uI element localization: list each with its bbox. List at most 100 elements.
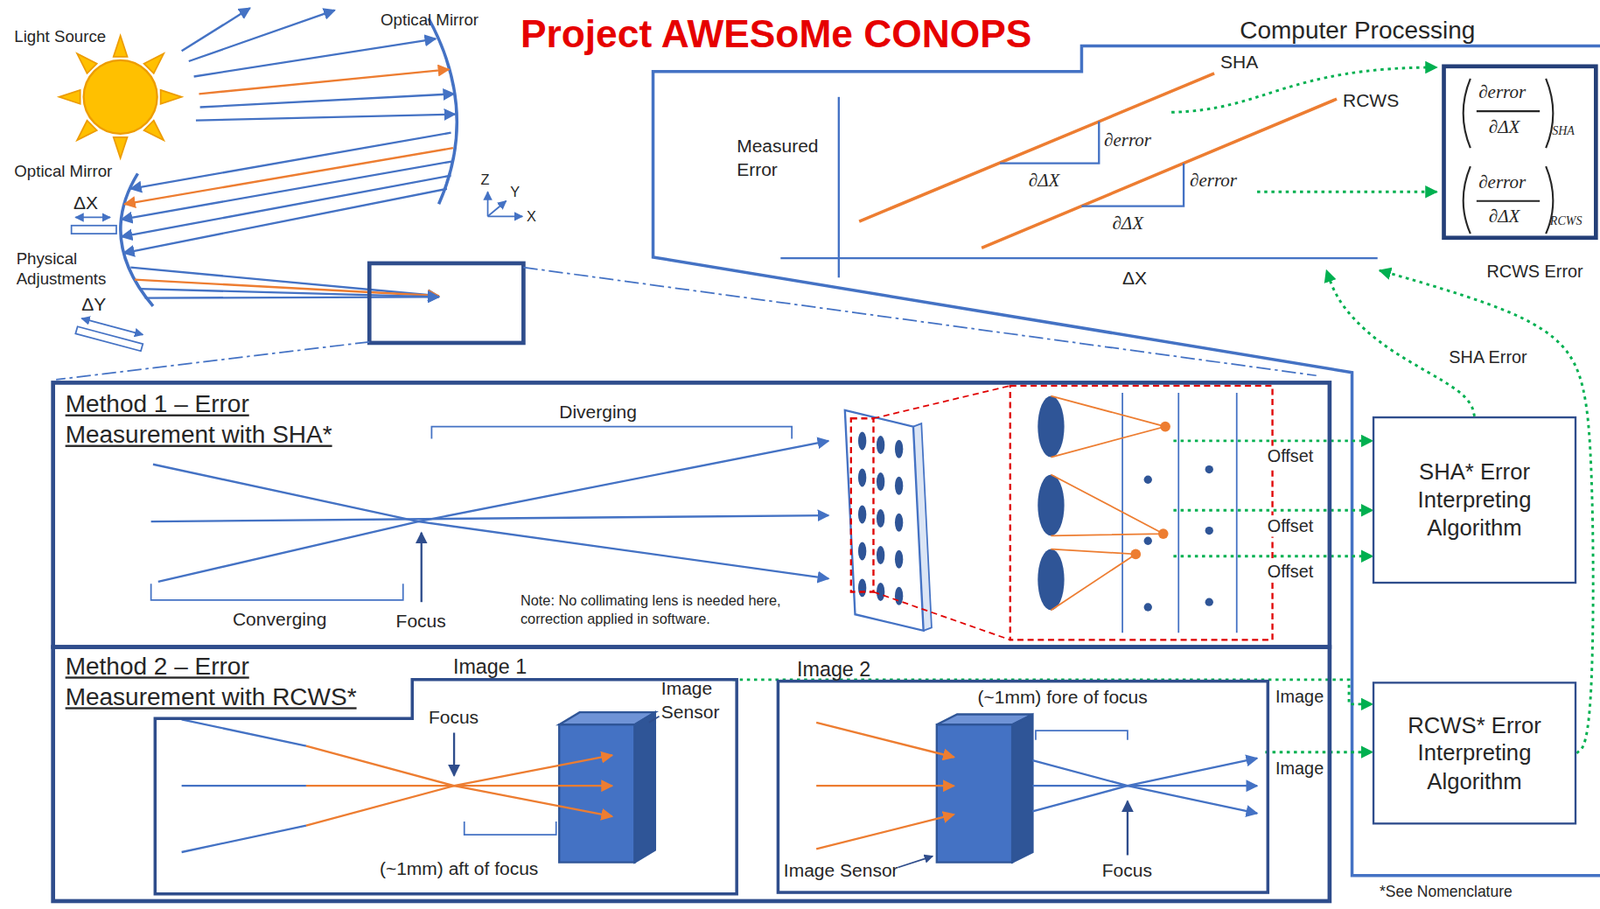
image2-diagram <box>816 784 954 787</box>
zoom-frame <box>369 263 524 343</box>
focus-label: Focus <box>396 610 447 634</box>
optical-mirror <box>120 173 154 307</box>
signal-arrow <box>1173 554 1372 558</box>
image1-diagram <box>558 724 635 862</box>
sensor-label: Image Sensor <box>661 677 729 724</box>
light-ray <box>194 38 436 77</box>
delta-label: ΔX <box>73 191 98 215</box>
zoom-leader <box>55 342 370 380</box>
light-ray <box>121 175 452 238</box>
image2-diagram <box>897 856 933 868</box>
error-graph <box>1081 163 1184 207</box>
lenslet-array <box>894 550 903 569</box>
box-label: Image 2 <box>796 656 871 683</box>
adjustment-arrow <box>81 318 143 336</box>
axis-label: ΔX <box>1122 267 1147 291</box>
slope-label: ∂ΔX <box>1028 169 1061 193</box>
slope-label: ∂ΔX <box>1111 212 1144 236</box>
image2-diagram <box>1032 760 1258 814</box>
edge-label: Image <box>1273 758 1327 781</box>
image1-diagram <box>181 712 660 862</box>
image2-diagram <box>1032 758 1258 812</box>
panel-outline <box>154 679 737 895</box>
diagram-title: Project AWESoMe CONOPS <box>520 10 1033 59</box>
lenslet-array <box>858 504 867 524</box>
lenslet-array <box>876 435 885 455</box>
sensor-label: Image Sensor <box>783 859 899 882</box>
image2-diagram <box>1032 784 1258 787</box>
sun-symbol <box>144 120 165 141</box>
derivative-term: RCWS <box>1550 213 1583 229</box>
sha-ray-diagram <box>151 583 404 601</box>
lenslet-zoom <box>1144 475 1153 484</box>
bracket-label: Diverging <box>558 400 637 424</box>
error-graph <box>780 73 1377 278</box>
sun-symbol <box>76 53 98 74</box>
box-label: Image 1 <box>453 654 527 680</box>
image1-diagram <box>649 716 660 723</box>
signal-arrow <box>1326 270 1475 417</box>
image2-diagram <box>1012 714 1033 863</box>
lenslet-zoom <box>1130 549 1141 560</box>
signal-arrow <box>1173 509 1372 512</box>
axis-label: X <box>526 208 537 226</box>
processing-outline <box>653 45 1600 875</box>
light-ray <box>198 69 449 94</box>
image1-diagram <box>635 712 656 862</box>
sha-ray-diagram <box>158 440 829 582</box>
box-label: SHA* Error Interpreting Algorithm <box>1383 457 1567 542</box>
result-box: ∂error∂ΔXSHA∂error∂ΔXRCWS <box>1441 63 1598 240</box>
lenslet-array <box>894 476 903 496</box>
derivative-term: ∂ΔX <box>1488 204 1521 228</box>
axis-title: Measured Error <box>736 134 831 181</box>
adjustment-arrow <box>75 216 111 219</box>
distance-label: (~1mm) aft of focus <box>379 857 538 881</box>
edge-label: Offset <box>1264 515 1315 538</box>
lenslet-zoom <box>851 418 874 592</box>
axis-triad <box>487 191 490 217</box>
zoom-leader <box>523 267 1316 377</box>
lenslet-array <box>894 513 903 532</box>
axis-triad <box>488 215 524 217</box>
image2-diagram <box>1035 730 1128 740</box>
derivative-term: ∂error <box>1478 80 1526 104</box>
lenslet-zoom <box>1144 465 1214 612</box>
lenslet-zoom <box>1144 537 1153 545</box>
sha-ray-diagram <box>151 426 830 603</box>
lenslet-array <box>858 431 867 450</box>
slope-label: ∂error <box>1189 169 1237 193</box>
result-link <box>1171 67 1437 112</box>
derivative-term: ∂ΔX <box>1488 115 1521 139</box>
sun-symbol <box>144 53 165 74</box>
light-ray <box>130 132 451 189</box>
box-label: Method 1 – Error Measurement with SHA* <box>65 388 372 450</box>
sun-symbol <box>59 35 182 159</box>
lenslet-zoom <box>873 385 1010 640</box>
image1-diagram <box>464 821 557 835</box>
box-label: Computer Processing <box>1239 14 1475 46</box>
light-ray <box>121 160 454 219</box>
lenslet-array <box>845 410 924 631</box>
lenslet-array <box>876 472 885 491</box>
method-panel: Method 1 – Error Measurement with SHA* <box>50 380 1332 650</box>
edge-label: Image <box>1273 685 1327 708</box>
image2-diagram <box>1126 801 1129 856</box>
light-ray <box>195 114 455 121</box>
lenslet-zoom <box>1037 549 1064 611</box>
lenslet-zoom <box>1122 392 1237 633</box>
algorithm-box: SHA* Error Interpreting Algorithm <box>1372 416 1577 584</box>
light-ray <box>181 7 251 51</box>
error-graph <box>838 97 840 278</box>
error-graph <box>981 98 1337 248</box>
sun-symbol <box>160 90 182 105</box>
lenslet-array <box>894 440 903 459</box>
image2-diagram <box>816 814 954 850</box>
lenslet-array <box>876 582 885 601</box>
series-label: SHA <box>1220 50 1258 74</box>
lenslet-zoom <box>851 385 1273 640</box>
mirror-label: Optical Mirror <box>380 10 479 31</box>
error-graph <box>999 121 1099 164</box>
image1-diagram <box>181 719 307 853</box>
sha-ray-diagram <box>151 515 830 522</box>
